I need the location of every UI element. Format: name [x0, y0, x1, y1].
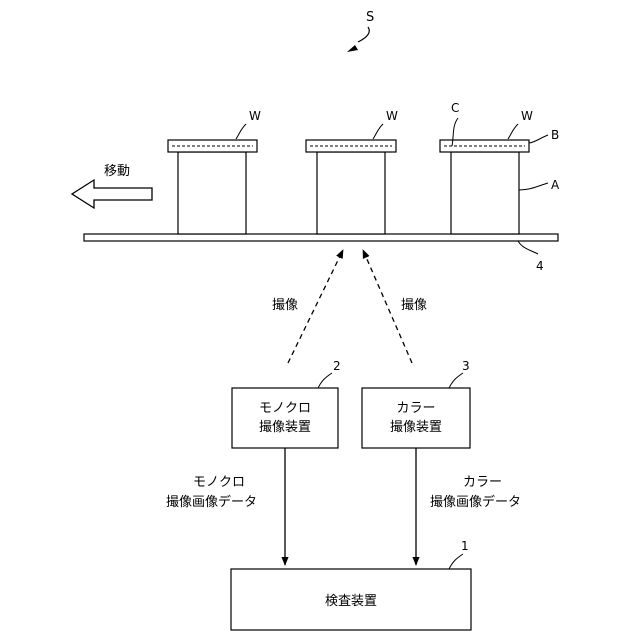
- conveyor: [84, 234, 558, 241]
- color-ref: 3: [462, 359, 470, 373]
- conveyor-ref: 4: [536, 259, 544, 273]
- workpiece-1: [168, 140, 257, 234]
- color-data-line2: 撮像画像データ: [430, 494, 521, 510]
- mono-data-line2: 撮像画像データ: [166, 494, 257, 510]
- color-ref-leader: [449, 373, 463, 388]
- mono-camera-line2: 撮像装置: [259, 419, 311, 435]
- leader-w3: [508, 124, 518, 139]
- leader-a: [519, 183, 548, 190]
- leader-w1: [236, 124, 246, 139]
- system-leader-arrow: [347, 45, 358, 52]
- imaging-label-left: 撮像: [272, 297, 298, 313]
- system-leader: [358, 27, 369, 42]
- mono-ref: 2: [333, 359, 341, 373]
- color-camera-box: [362, 388, 470, 448]
- leader-w2: [373, 124, 383, 139]
- mono-camera-box: [232, 388, 338, 448]
- label-w2: W: [386, 109, 398, 123]
- move-label: 移動: [104, 164, 130, 179]
- label-w1: W: [249, 109, 261, 123]
- label-c: C: [451, 101, 459, 115]
- mono-camera-line1: モノクロ: [259, 401, 311, 416]
- inspection-ref: 1: [461, 539, 469, 553]
- label-b: B: [551, 128, 559, 142]
- workpiece-3: [440, 140, 529, 234]
- container-2: [317, 152, 385, 234]
- color-data-line1: カラー: [463, 475, 502, 490]
- mono-data-line1: モノクロ: [193, 475, 245, 490]
- label-w3: W: [521, 109, 533, 123]
- mono-ref-leader: [318, 373, 332, 388]
- move-arrow: [72, 180, 152, 208]
- container-3: [451, 152, 519, 234]
- inspection-ref-leader: [449, 554, 463, 569]
- color-camera-line2: 撮像装置: [390, 419, 442, 435]
- leader-b: [529, 135, 548, 143]
- color-camera-line1: カラー: [396, 401, 435, 416]
- imaging-label-right: 撮像: [401, 297, 427, 313]
- label-a: A: [551, 178, 560, 192]
- container-1: [178, 152, 246, 234]
- inspection-device-label: 検査装置: [325, 594, 377, 609]
- workpiece-2: [306, 140, 396, 234]
- conveyor-leader: [518, 241, 538, 254]
- system-label: S: [366, 10, 374, 25]
